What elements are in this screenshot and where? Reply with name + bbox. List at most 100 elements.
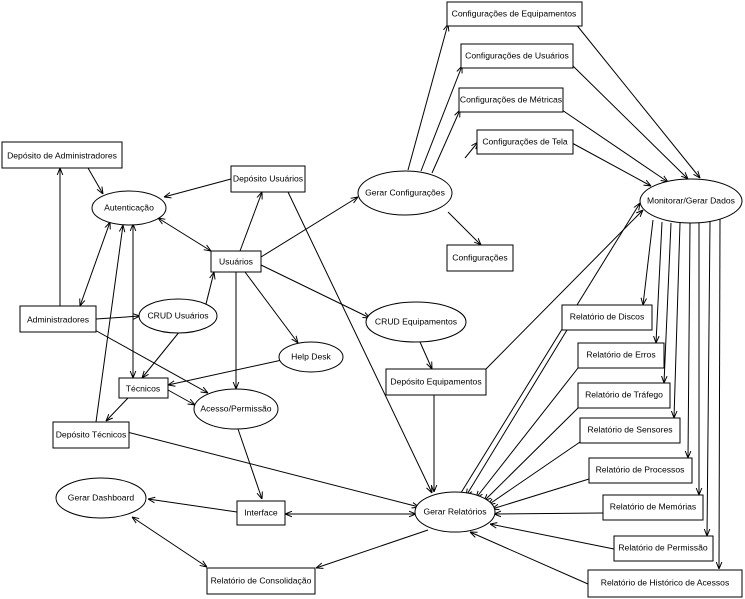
edge-crud-equip-to-deposito-equip (419, 341, 432, 369)
edge-deposito-usuarios-to-gerar-relatorios (287, 191, 432, 493)
node-shape (357, 170, 453, 216)
node-usuarios: Usuários (210, 250, 262, 273)
node-shape (414, 491, 496, 533)
node-label: Relatório de Histórico de Acessos (601, 577, 730, 587)
node-monitorar-gerar-dados: Monitorar/Gerar Dados (639, 178, 743, 224)
edge-gerar-config-to-config-metricas (431, 110, 460, 174)
edge-config-usuarios-to-monitorar (572, 65, 688, 179)
edge-gerar-config-to-config-tela (464, 142, 478, 159)
node-label: Depósito Técnicos (56, 429, 127, 439)
edge-config-equip-to-monitorar (574, 22, 700, 178)
node-label: Configurações de Métricas (460, 94, 562, 104)
edge-monitorar-to-relatorio-discos (643, 219, 654, 305)
edge-relatorio-discos-to-gerar-relatorios (466, 329, 568, 496)
node-shape (385, 368, 487, 396)
edge-usuarios-to-gerar-configuracoes (260, 197, 358, 258)
edge-monitorar-to-relatorio-sensores (674, 222, 681, 418)
edge-autenticacao-usuarios (158, 218, 211, 251)
node-gerar-configuracoes: Gerar Configurações (357, 170, 453, 216)
node-shape (577, 382, 671, 409)
node-shape (138, 298, 218, 334)
node-shape (19, 305, 97, 333)
edge-admin-to-acesso (92, 328, 208, 393)
node-shape (476, 129, 574, 155)
edge-gerar-relatorios-to-monitorar (458, 203, 640, 497)
node-label: Gerar Relatórios (423, 506, 486, 516)
node-shape (458, 87, 564, 113)
edge-monitorar-to-relatorio-processos (688, 222, 690, 458)
node-shape (206, 567, 316, 595)
edge-crud-usuarios-to-usuarios (205, 272, 214, 305)
node-relatorio-processos: Relatório de Processos (588, 457, 693, 484)
node-administradores: Administradores (19, 305, 97, 333)
node-shape (577, 342, 665, 369)
node-label: Configurações de Tela (482, 136, 568, 146)
node-shape (579, 417, 681, 444)
node-label: Interface (244, 507, 278, 517)
edge-dashboard-consolidacao (132, 517, 207, 567)
node-relatorio-sensores: Relatório de Sensores (579, 417, 681, 444)
node-label: Relatório de Erros (586, 349, 655, 359)
edge-relatorio-historico-to-gerar-relatorios (470, 532, 589, 585)
node-relatorio-historico: Relatório de Histórico de Acessos (587, 569, 743, 598)
node-relatorio-discos: Relatório de Discos (561, 304, 653, 331)
edge-deposito-usuarios-to-autenticacao (164, 178, 232, 197)
node-label: Relatório de Discos (570, 311, 645, 321)
edge-deposito-tecnicos-to-autenticacao (95, 225, 123, 423)
node-label: Relatório de Tráfego (585, 389, 663, 399)
node-crud-equipamentos: CRUD Equipamentos (365, 301, 467, 343)
node-shape (602, 494, 704, 521)
node-label: Relatório de Memórias (610, 501, 696, 511)
edge-gerar-config-to-config-usuarios (420, 66, 462, 172)
node-label: Configurações de Equipamentos (452, 8, 577, 18)
node-label: Depósito de Administradores (7, 150, 117, 160)
node-acesso-permissao: Acesso/Permissão (193, 388, 279, 430)
node-label: Relatório de Processos (596, 464, 685, 474)
node-shape (236, 500, 286, 526)
edge-interface-gerar-dashboard (148, 499, 238, 513)
node-label: Configurações (452, 252, 507, 262)
edge-gerar-config-to-configuracoes (447, 211, 481, 245)
node-shape (91, 190, 167, 226)
node-deposito-equipamentos: Depósito Equipamentos (385, 368, 487, 396)
node-relatorio-erros: Relatório de Erros (577, 342, 665, 369)
node-label: Gerar Dashboard (68, 492, 135, 502)
node-tecnicos: Técnicos (118, 377, 169, 399)
edge-usuarios-to-crud-equipamentos (260, 264, 370, 318)
node-label: Relatório de Sensores (587, 424, 672, 434)
node-shape (460, 43, 574, 69)
node-config-equipamentos: Configurações de Equipamentos (446, 1, 583, 27)
node-shape (365, 301, 467, 343)
node-deposito-admins: Depósito de Administradores (1, 141, 123, 169)
edge-tecnicos-to-acesso (167, 389, 195, 405)
node-deposito-tecnicos: Depósito Técnicos (52, 421, 130, 449)
node-shape (561, 304, 653, 331)
edge-relatorio-permissao-to-gerar-relatorios (490, 524, 615, 550)
node-label: CRUD Equipamentos (375, 316, 457, 326)
node-gerar-relatorios: Gerar Relatórios (414, 491, 496, 533)
edge-gerar-config-to-config-equip (407, 24, 448, 171)
node-shape (587, 569, 743, 598)
edge-crud-usuarios-to-tecnicos (142, 330, 181, 378)
node-shape (230, 165, 306, 193)
edge-admin-autenticacao (80, 222, 110, 306)
edge-deposito-admins-to-autenticacao (87, 167, 103, 194)
node-autenticacao: Autenticação (91, 190, 167, 226)
node-label: Usuários (219, 256, 253, 266)
node-crud-usuarios: CRUD Usuários (138, 298, 218, 334)
node-shape (1, 141, 123, 169)
node-shape (278, 341, 344, 373)
node-label: Relatório de Permissão (618, 542, 708, 552)
node-shape (446, 244, 514, 272)
node-relatorio-consolidacao: Relatório de Consolidação (206, 567, 316, 595)
edge-relatorio-memorias-to-gerar-relatorios (494, 513, 604, 514)
edge-relatorio-processos-to-gerar-relatorios (492, 478, 590, 509)
node-relatorio-memorias: Relatório de Memórias (602, 494, 704, 521)
node-label: Acesso/Permissão (200, 403, 271, 413)
node-config-metricas: Configurações de Métricas (458, 87, 564, 113)
edge-relatorio-trafego-to-gerar-relatorios (484, 407, 579, 501)
node-relatorio-trafego: Relatório de Tráfego (577, 382, 671, 409)
node-label: CRUD Usuários (147, 310, 208, 320)
node-shape (613, 535, 714, 562)
